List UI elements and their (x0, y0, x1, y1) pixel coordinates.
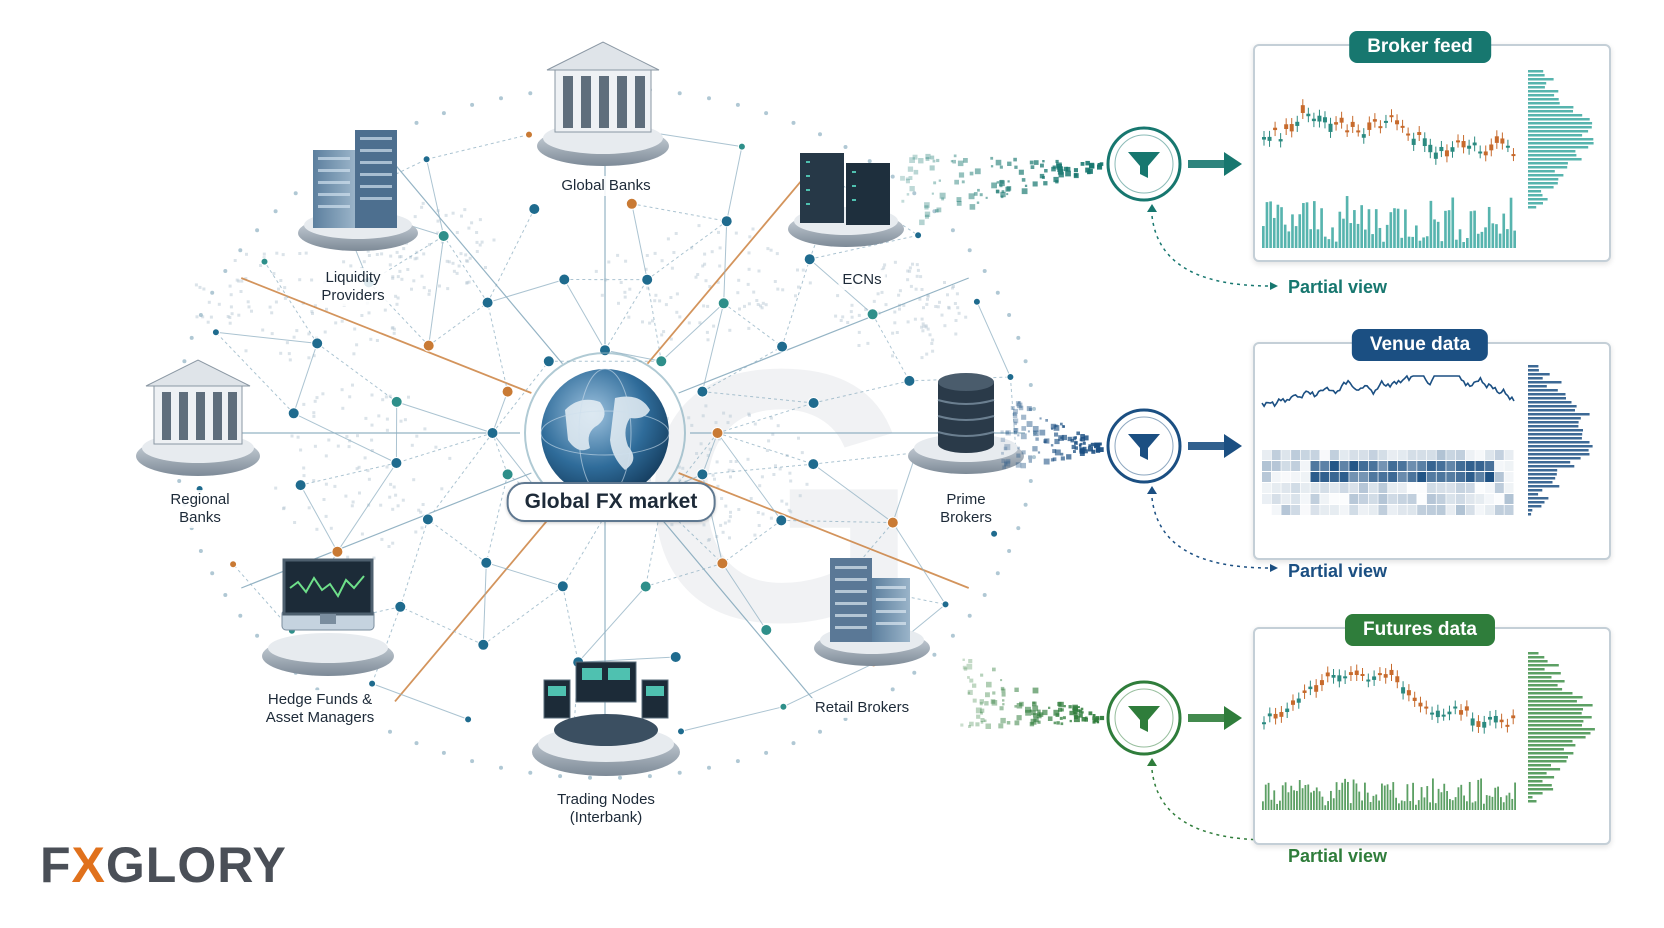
retail-brokers-tower-icon (814, 558, 930, 666)
global-banks-bank-icon (537, 41, 669, 166)
futures-data-partial-view: Partial view (1288, 846, 1388, 866)
filter-stage (1106, 126, 1278, 844)
futures-data-title: Futures data (1344, 614, 1496, 646)
label-global-banks: Global Banks (557, 176, 655, 196)
globe-icon (524, 352, 686, 514)
venue-data-panel (1253, 342, 1611, 560)
data-stream-particles (900, 153, 1105, 729)
venue-data-partial-view: Partial view (1288, 561, 1388, 581)
hedge-funds-trading-terminal-icon (262, 558, 394, 676)
label-retail-brokers: Retail Brokers (810, 698, 914, 718)
broker-feed-panel (1253, 44, 1611, 262)
label-hedge-funds: Hedge Funds &Asset Managers (261, 690, 379, 728)
prime-brokers-database-icon (908, 373, 1024, 474)
ecns-server-rack-icon (788, 153, 904, 247)
label-trading-nodes: Trading Nodes(Interbank) (553, 790, 659, 828)
fxglory-logo: FXGLORY (40, 837, 287, 893)
broker-feed-title: Broker feed (1349, 31, 1491, 63)
regional-banks-bank-icon (136, 359, 260, 476)
global-fx-market-label: Global FX market (506, 482, 716, 522)
futures-data-panel (1253, 627, 1611, 845)
trading-nodes-desk-icon (532, 661, 680, 776)
label-ecns: ECNs (838, 270, 886, 290)
venue-data-title: Venue data (1351, 329, 1489, 361)
liquidity-providers-tower-icon (298, 130, 418, 251)
broker-feed-partial-view: Partial view (1288, 277, 1388, 297)
